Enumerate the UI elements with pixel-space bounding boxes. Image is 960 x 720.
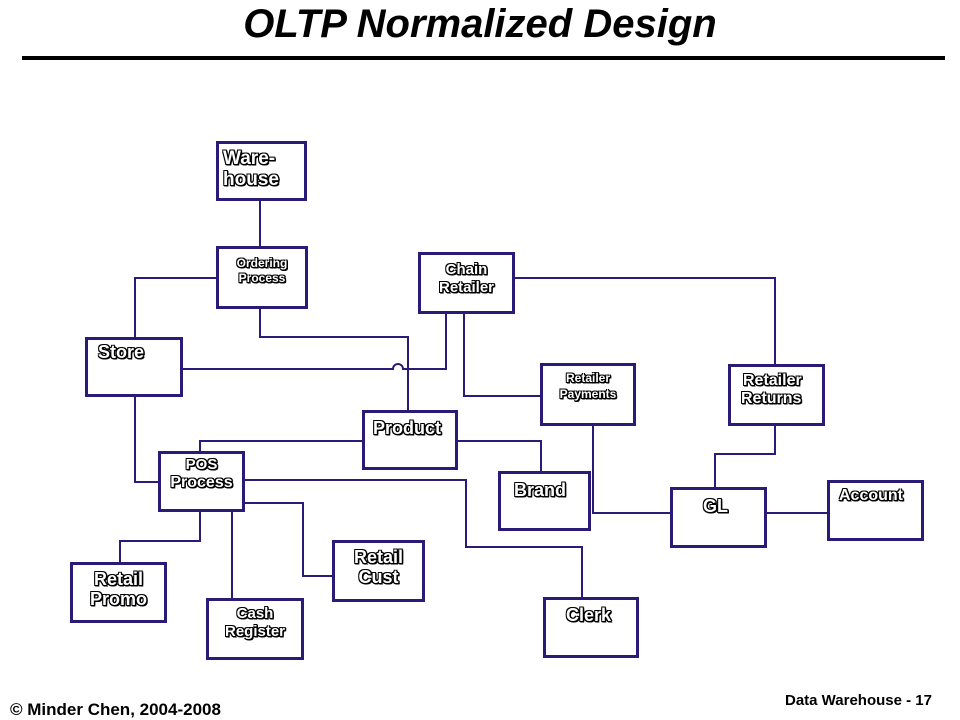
page-title: OLTP Normalized Design — [243, 2, 717, 46]
entity-label: Process — [238, 270, 286, 285]
entity-label: Clerk — [566, 605, 612, 625]
link-store-ordering — [134, 277, 217, 337]
link-store-chain — [183, 313, 447, 370]
entity-product[interactable]: Product — [362, 410, 458, 470]
entity-label: Register — [224, 622, 286, 640]
entity-retail-cust[interactable]: Retail Cust — [332, 540, 425, 602]
entity-label: Retailer — [743, 372, 802, 389]
title-divider — [22, 56, 945, 60]
link-pos-promo — [119, 511, 201, 563]
entity-label: Chain — [445, 261, 488, 278]
entity-cash-register[interactable]: Cash Register — [206, 598, 304, 660]
entity-warehouse[interactable]: Ware- house — [216, 141, 307, 201]
entity-label: Retailer — [438, 278, 495, 296]
entity-pos-process[interactable]: POS Process — [158, 451, 245, 512]
entity-label: GL — [703, 496, 728, 516]
link-payments-gl — [592, 425, 671, 514]
entity-label: Store — [98, 342, 145, 362]
entity-label: Ordering — [236, 256, 288, 270]
entity-label: Retail — [353, 547, 404, 567]
entity-label: Process — [170, 473, 233, 491]
entity-label: POS — [185, 456, 218, 473]
entity-label: Promo — [89, 588, 147, 609]
entity-label: Brand — [514, 480, 567, 500]
link-pos-retailcust — [244, 502, 333, 577]
entity-label: Ware- — [223, 148, 276, 169]
entity-chain-retailer[interactable]: Chain Retailer — [418, 252, 515, 314]
link-chain-payments — [463, 313, 541, 397]
entity-label: Account — [839, 487, 903, 504]
link-store-pos — [134, 396, 160, 483]
entity-label: Payments — [559, 386, 617, 401]
entity-label: Cust — [358, 566, 399, 587]
entity-label: Retailer — [565, 371, 611, 385]
link-pos-clerk — [244, 479, 583, 598]
entity-store[interactable]: Store — [85, 337, 183, 397]
entity-account[interactable]: Account — [827, 480, 924, 541]
slide-number-label: Data Warehouse - 17 — [785, 692, 932, 709]
entity-brand[interactable]: Brand — [498, 471, 591, 531]
entity-retailer-payments[interactable]: Retailer Payments — [540, 363, 636, 426]
entity-label: Product — [373, 418, 442, 438]
link-returns-gl — [714, 425, 776, 488]
entity-retail-promo[interactable]: Retail Promo — [70, 562, 167, 623]
entity-gl[interactable]: GL — [670, 487, 767, 548]
link-chain-returns — [514, 277, 776, 365]
entity-label: house — [223, 168, 279, 190]
entity-label: Cash — [236, 605, 274, 622]
entity-retailer-returns[interactable]: Retailer Returns — [728, 364, 825, 426]
entity-ordering-process[interactable]: Ordering Process — [216, 246, 308, 309]
copyright-text: © Minder Chen, 2004-2008 — [10, 700, 221, 719]
link-ordering-product — [259, 308, 409, 411]
entity-label: Retail — [93, 569, 144, 589]
entity-clerk[interactable]: Clerk — [543, 597, 639, 658]
entity-label: Returns — [741, 389, 802, 407]
